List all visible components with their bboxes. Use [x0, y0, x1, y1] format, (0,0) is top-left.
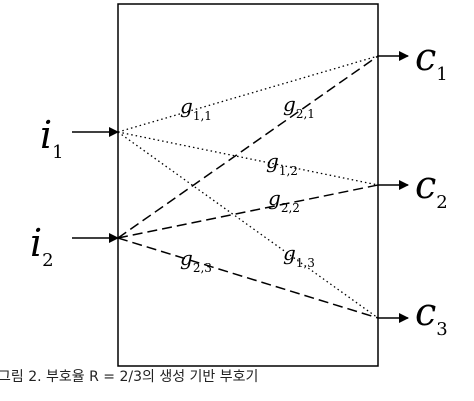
edge-g23 [117, 237, 379, 319]
edge-g12 [117, 131, 379, 186]
input-label-i1: i1 [40, 113, 64, 163]
edge-label-g12: g1,2 [266, 149, 298, 178]
edge-label-g21: g2,1 [283, 92, 315, 121]
edge-label-g13: g1,3 [283, 241, 315, 270]
edge-g21 [117, 55, 379, 239]
encoder-box [117, 3, 379, 367]
output-label-c3: c3 [415, 290, 448, 340]
edge-label-g22: g2,2 [268, 186, 300, 215]
edge-g11 [117, 55, 379, 133]
output-label-c2: c2 [415, 163, 448, 213]
edge-label-g23: g2,3 [180, 246, 212, 275]
edge-g13 [117, 131, 379, 319]
edge-label-g11: g1,1 [180, 94, 212, 123]
output-label-c1: c1 [415, 35, 448, 85]
input-label-i2: i2 [30, 221, 54, 271]
figure-caption: 그림 2. 부호율 R = 2/3의 생성 기반 부호기 [0, 369, 259, 385]
